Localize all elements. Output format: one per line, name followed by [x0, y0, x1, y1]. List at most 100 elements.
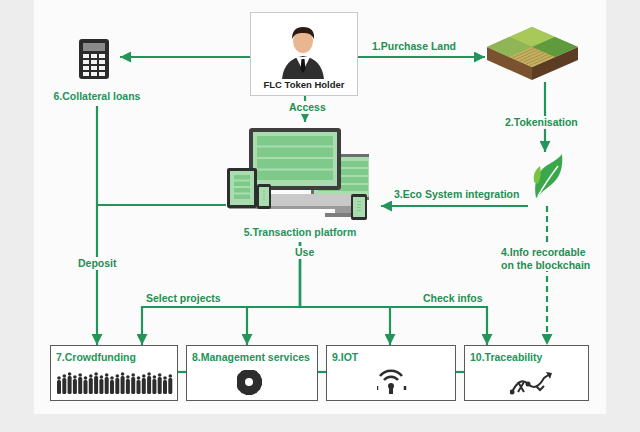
icon-shape: [227, 168, 257, 208]
connector-arrow: [178, 371, 186, 373]
connector-arrow: [358, 56, 485, 58]
icon-shape: [105, 377, 109, 394]
icon-shape: [516, 50, 539, 60]
icon-shape: [301, 59, 306, 73]
icon-shape: [253, 132, 337, 186]
icon-shape: [257, 136, 333, 146]
icon-shape: [523, 53, 546, 63]
icon-shape: [94, 372, 98, 376]
icon-shape: [357, 201, 361, 202]
icon-shape: [234, 195, 250, 200]
node-label: 5.Transaction platform: [219, 226, 381, 238]
icon-shape: [83, 60, 89, 64]
icon-shape: [292, 27, 314, 39]
land-illustration: [485, 22, 580, 82]
edge-label: Check infos: [421, 292, 485, 305]
node-icon: [227, 124, 369, 222]
icon-shape: [526, 382, 531, 387]
icon-shape: [99, 66, 105, 70]
icon-shape: [99, 379, 103, 394]
icon-shape: [357, 207, 361, 208]
box-title: 9.IOT: [332, 351, 358, 363]
icon-shape: [89, 374, 93, 378]
icon-shape: [357, 210, 361, 211]
node-icon: [237, 370, 263, 396]
icon-shape: [234, 188, 250, 193]
icon-shape: [142, 378, 146, 394]
node-icon: [485, 22, 580, 82]
icon-shape: [131, 373, 135, 377]
node-icon: [510, 370, 554, 396]
icon-shape: [78, 373, 82, 377]
icon-shape: [105, 373, 109, 377]
crowdfunding-box: 7.Crowdfunding: [50, 345, 178, 401]
icon-shape: [99, 72, 105, 76]
icon-shape: [510, 390, 515, 395]
icon-shape: [83, 72, 89, 76]
icon-shape: [57, 376, 61, 380]
icon-shape: [384, 377, 398, 380]
connector-arrow: [546, 206, 548, 345]
icon-shape: [263, 191, 265, 193]
icon-shape: [121, 372, 125, 376]
icon-shape: [263, 193, 265, 195]
icon-shape: [91, 60, 97, 64]
icon-shape: [519, 51, 542, 61]
icon-shape: [126, 379, 130, 394]
icon-shape: [240, 373, 258, 391]
icon-shape: [259, 187, 269, 206]
icon-shape: [257, 159, 333, 169]
icon-shape: [79, 39, 109, 79]
icon-shape: [126, 375, 130, 379]
connector-arrow: [300, 242, 487, 345]
edge-label: 4.Info recordable on the blockchain: [499, 246, 595, 271]
collateral-loans-node: 6.Collateral loans: [46, 38, 148, 106]
icon-shape: [389, 388, 393, 394]
management-box: 8.Management services: [186, 345, 318, 401]
icon-shape: [84, 380, 88, 394]
node-icon: [530, 152, 564, 202]
icon-shape: [78, 377, 82, 394]
icon-shape: [83, 54, 89, 58]
icon-shape: [512, 48, 535, 58]
icon-shape: [158, 373, 162, 377]
icon-shape: [94, 376, 98, 394]
connector-arrow: [381, 205, 528, 207]
icon-shape: [380, 371, 402, 376]
icon-shape: [153, 375, 157, 379]
connector-arrow: [142, 242, 300, 345]
icon-shape: [530, 56, 553, 66]
icon-shape: [238, 371, 261, 394]
icon-shape: [147, 372, 151, 376]
icon-shape: [91, 72, 97, 76]
icon-shape: [142, 374, 146, 378]
icon-shape: [89, 378, 93, 394]
icon-shape: [116, 374, 120, 378]
icon-shape: [526, 54, 549, 64]
icon-shape: [536, 386, 544, 390]
icon-shape: [238, 371, 261, 394]
node-label: FLC Token Holder: [251, 79, 357, 90]
edge-label: Deposit: [76, 257, 119, 270]
flow-label: Use: [293, 246, 316, 259]
icon-shape: [257, 148, 333, 158]
icon-shape: [263, 196, 265, 198]
icon-shape: [110, 376, 114, 380]
box-title: 10.Traceability: [470, 351, 542, 363]
node-label: 6.Collateral loans: [46, 90, 148, 102]
icon-shape: [249, 128, 341, 190]
transaction-platform-node: 5.Transaction platform: [219, 122, 381, 242]
icon-shape: [115, 378, 119, 394]
icon-shape: [230, 171, 254, 205]
icon-shape: [121, 376, 125, 394]
node-icon: [377, 368, 407, 396]
connector-arrow: [120, 56, 250, 58]
traceability-box: 10.Traceability: [464, 345, 589, 401]
icon-shape: [83, 43, 105, 51]
icon-shape: [73, 379, 77, 394]
icon-shape: [131, 377, 135, 394]
icon-shape: [169, 374, 173, 378]
connector-arrow: [456, 371, 464, 373]
icon-shape: [357, 204, 361, 205]
box-title: 8.Management services: [192, 351, 310, 363]
